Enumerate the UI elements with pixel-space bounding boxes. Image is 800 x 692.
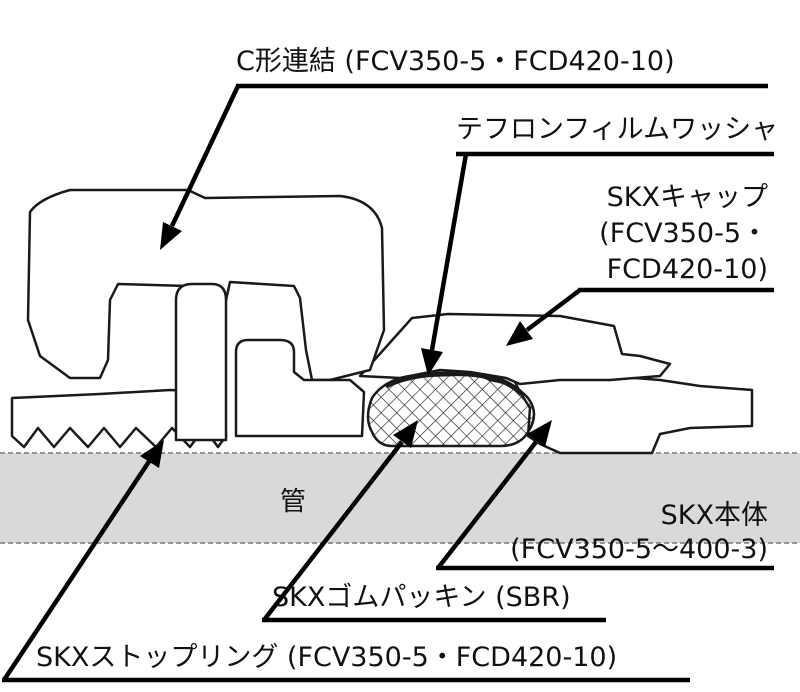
arrowhead-skx-cap: [506, 321, 533, 346]
leader-skx-stop-ring: [2, 458, 152, 682]
label-skx-stop-ring-text: SKXストップリング (FCV350-5・FCD420-10): [36, 642, 617, 673]
label-skx-gasket-text: SKXゴムパッキン (SBR): [272, 582, 571, 613]
label-skx-body-line2: (FCV350-5〜400-3): [510, 534, 768, 565]
label-skx-gasket: SKXゴムパッキン (SBR): [262, 420, 606, 623]
label-teflon-washer-text: テフロンフィルムワッシャ: [456, 114, 778, 145]
label-skx-body: SKX本体 (FCV350-5〜400-3): [436, 420, 774, 571]
pipe: [0, 452, 800, 544]
leader-skx-cap: [525, 288, 582, 332]
skx-cap-part: [358, 312, 672, 386]
teflon-washer-part: [384, 371, 524, 396]
label-skx-stop-ring: SKXストップリング (FCV350-5・FCD420-10): [2, 440, 690, 683]
arrowhead-skx-gasket: [393, 420, 418, 448]
label-teflon-washer: テフロンフィルムワッシャ: [421, 114, 778, 376]
label-skx-body-line1: SKX本体: [661, 500, 768, 531]
label-c-coupling: C形連結 (FCV350-5・FCD420-10): [160, 46, 768, 250]
arrowhead-c-coupling: [160, 222, 182, 250]
arrowhead-skx-stop-ring: [140, 440, 164, 468]
center-collar-part: [234, 338, 366, 438]
label-skx-cap: SKXキャップ (FCV350-5・ FCD420-10): [506, 182, 774, 346]
leader-skx-body: [436, 440, 538, 570]
arrowhead-teflon-washer: [421, 348, 443, 376]
leader-skx-gasket: [262, 440, 404, 622]
label-skx-cap-line3: FCD420-10): [607, 254, 768, 285]
leader-teflon-washer: [429, 153, 469, 351]
pipe-body: [0, 453, 800, 543]
skx-body-part: [510, 374, 754, 455]
label-pipe: 管: [280, 487, 306, 517]
label-skx-cap-line2: (FCV350-5・: [599, 218, 768, 249]
label-c-coupling-text: C形連結 (FCV350-5・FCD420-10): [236, 46, 675, 77]
leader-c-coupling: [169, 85, 241, 227]
label-skx-cap-line1: SKXキャップ: [607, 182, 768, 213]
arrowhead-skx-body: [527, 420, 552, 447]
bolt-part: [174, 282, 228, 442]
